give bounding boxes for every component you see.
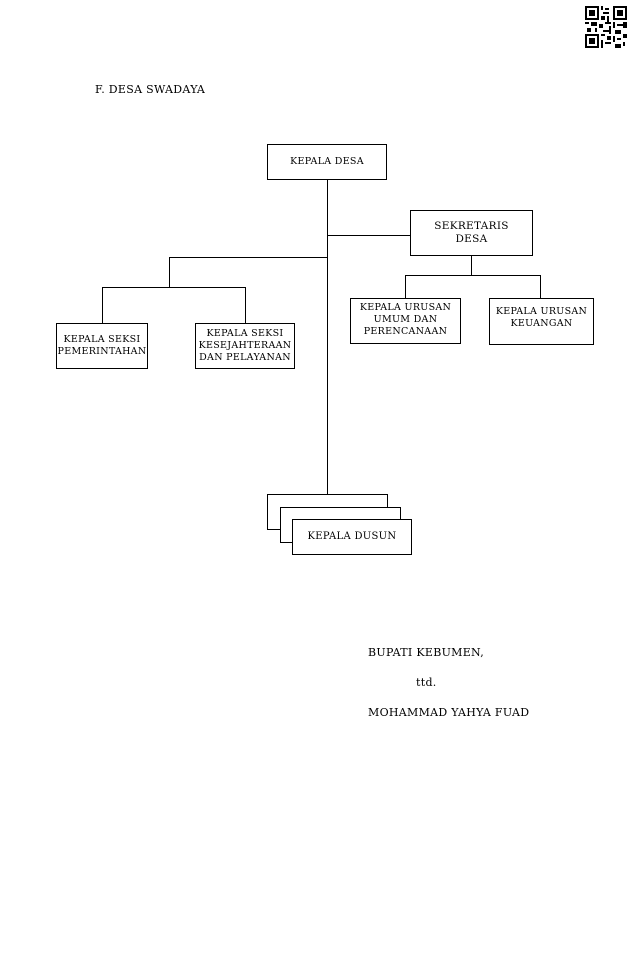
main-vertical-line	[327, 180, 328, 494]
kasi-pemerintahan-line2: PEMERINTAHAN	[57, 346, 147, 357]
sekretaris-label-line1: SEKRETARIS	[434, 220, 509, 232]
signature-name: MOHAMMAD YAHYA FUAD	[368, 706, 530, 719]
signature-title: BUPATI KEBUMEN,	[368, 646, 485, 659]
kaur-umum-line	[405, 275, 406, 298]
kasi-pemerintahan-line	[102, 287, 103, 323]
kepala-desa-box: KEPALA DESA	[267, 144, 387, 180]
kasi-kesejahteraan-box: KEPALA SEKSI KESEJAHTERAAN DAN PELAYANAN	[195, 323, 295, 369]
kepala-dusun-box: KEPALA DUSUN	[292, 519, 412, 555]
sekretaris-down-line	[471, 256, 472, 275]
kaur-bar	[405, 275, 541, 276]
kasi-bar	[102, 287, 246, 288]
signature-ttd: ttd.	[416, 676, 437, 689]
kepala-dusun-label: KEPALA DUSUN	[307, 531, 397, 542]
kaur-keuangan-line	[540, 275, 541, 298]
sekretaris-desa-box: SEKRETARIS DESA	[410, 210, 533, 256]
kasi-kesejahteraan-line2: KESEJAHTERAAN	[198, 340, 292, 351]
kaur-keuangan-line2: KEUANGAN	[510, 318, 573, 329]
kaur-keuangan-line1: KEPALA URUSAN	[495, 306, 588, 317]
sekretaris-label-line2: DESA	[455, 233, 488, 245]
kaur-umum-line1: KEPALA URUSAN	[359, 302, 452, 313]
kasi-kesejahteraan-line	[245, 287, 246, 323]
kaur-keuangan-box: KEPALA URUSAN KEUANGAN	[489, 298, 594, 345]
qr-code-icon	[585, 6, 627, 48]
kepala-desa-label: KEPALA DESA	[290, 156, 364, 167]
kaur-umum-line2: UMUM DAN	[373, 314, 438, 325]
kasi-pemerintahan-line1: KEPALA SEKSI	[63, 334, 141, 345]
sekretaris-connector	[327, 235, 411, 236]
kasi-kesejahteraan-line3: DAN PELAYANAN	[199, 352, 291, 363]
kasi-drop-line	[169, 257, 170, 287]
kasi-pemerintahan-box: KEPALA SEKSI PEMERINTAHAN	[56, 323, 148, 369]
kaur-umum-line3: PERENCANAAN	[363, 326, 448, 337]
kasi-connector	[169, 257, 328, 258]
kaur-umum-box: KEPALA URUSAN UMUM DAN PERENCANAAN	[350, 298, 461, 344]
section-heading: F. DESA SWADAYA	[95, 83, 206, 96]
kasi-kesejahteraan-line1: KEPALA SEKSI	[206, 328, 284, 339]
